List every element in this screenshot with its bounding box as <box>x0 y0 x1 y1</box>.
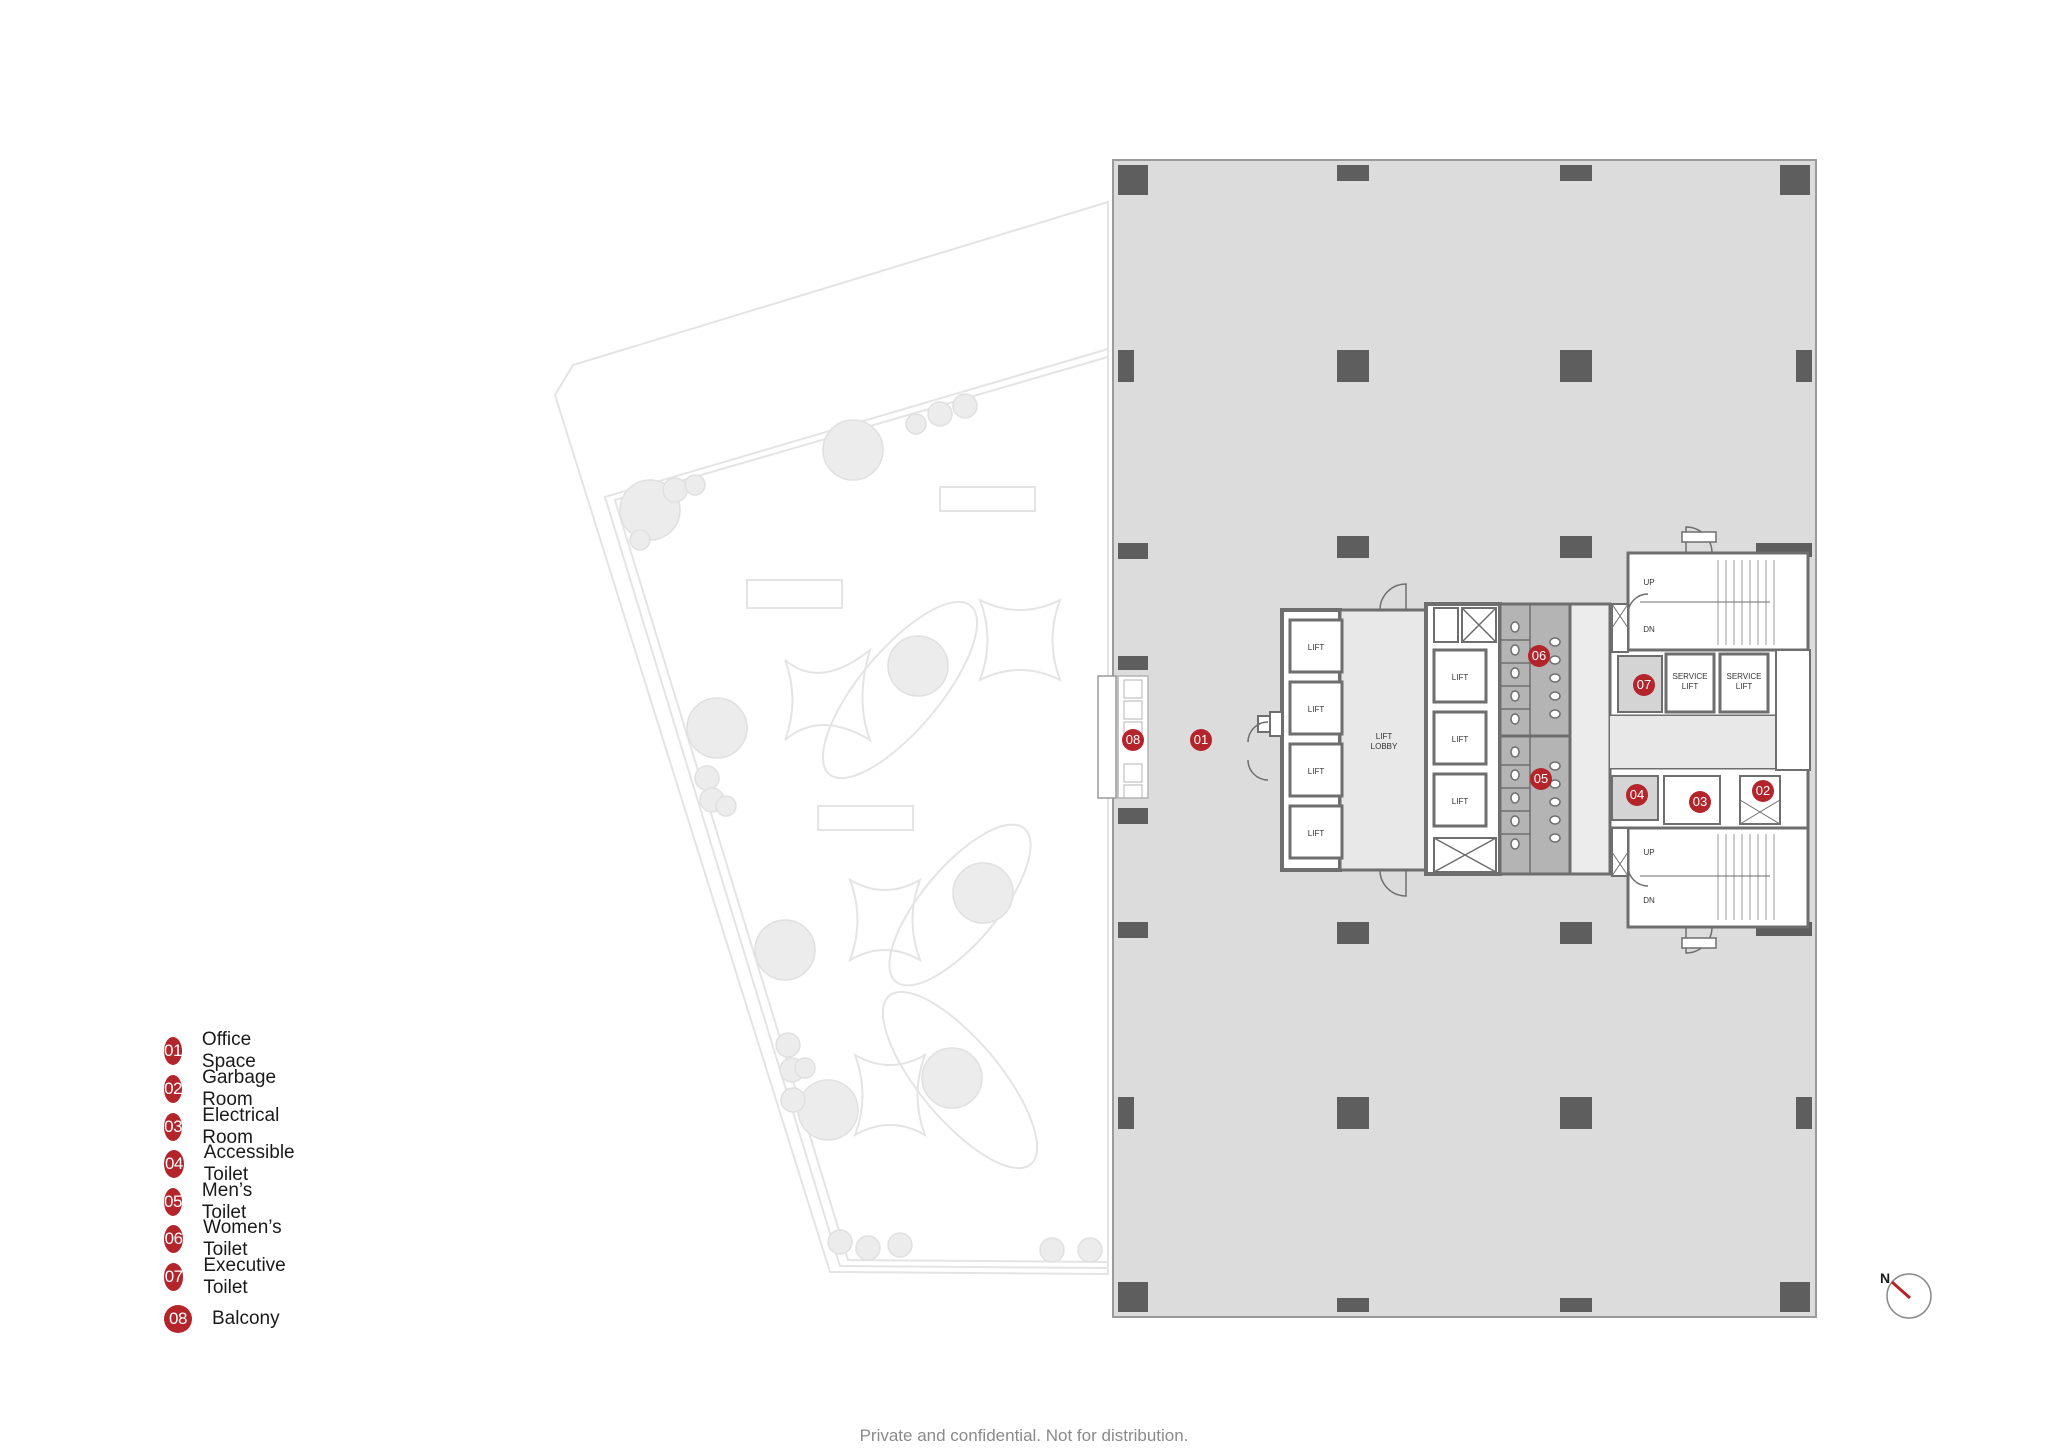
stair-down-label: DN <box>1643 896 1655 905</box>
legend-badge: 06 <box>164 1225 184 1253</box>
lift-lobby-label: LIFT <box>1376 732 1393 741</box>
lift-label: LIFT <box>1308 829 1325 838</box>
marker-04: 04 <box>1630 787 1644 802</box>
marker-01: 01 <box>1194 732 1208 747</box>
service-lift-label: LIFT <box>1682 682 1699 691</box>
legend-item: 04 Accessible Toilet <box>164 1142 303 1185</box>
service-core <box>1608 551 1811 929</box>
lift-label: LIFT <box>1308 705 1325 714</box>
lift-cars <box>1288 618 1488 860</box>
lift-label: LIFT <box>1308 767 1325 776</box>
legend-label: Men’s Toilet <box>201 1180 253 1223</box>
legend-label: Garbage Room <box>202 1067 277 1110</box>
service-lift-label: LIFT <box>1736 682 1753 691</box>
footer-disclaimer: Private and confidential. Not for distri… <box>859 1426 1189 1445</box>
room-markers: 01 02 03 04 05 06 07 08 <box>1122 645 1774 813</box>
legend-badge: 08 <box>164 1305 192 1333</box>
legend-label: Women’s Toilet <box>203 1217 282 1260</box>
legend-badge: 02 <box>164 1075 183 1103</box>
service-lift-label: SERVICE <box>1727 672 1762 681</box>
stair-up-label: UP <box>1643 578 1654 587</box>
legend-badge: 01 <box>164 1037 182 1065</box>
service-lift-label: SERVICE <box>1673 672 1708 681</box>
legend-label: Electrical Room <box>202 1105 280 1148</box>
marker-03: 03 <box>1693 794 1707 809</box>
legend-item: 01 Office Space <box>164 1029 266 1072</box>
marker-08: 08 <box>1126 732 1140 747</box>
legend-item: 06 Women’s Toilet <box>164 1217 291 1260</box>
toilet-fixtures <box>1510 621 1561 850</box>
legend-badge: 05 <box>164 1188 182 1216</box>
marker-02: 02 <box>1756 783 1770 798</box>
compass-label: N <box>1880 1270 1890 1286</box>
lift-label: LIFT <box>1452 735 1469 744</box>
legend-label: Balcony <box>212 1308 280 1329</box>
stair-doors <box>1627 526 1717 954</box>
legend-label: Accessible Toilet <box>203 1142 295 1185</box>
toilet-partitions <box>1500 604 1531 874</box>
legend-item: 05 Men’s Toilet <box>164 1180 262 1223</box>
stair-up-label: UP <box>1643 848 1654 857</box>
lift-label: LIFT <box>1308 643 1325 652</box>
legend-item: 08 Balcony <box>164 1302 280 1336</box>
north-arrow: N <box>1880 1270 1932 1319</box>
marker-05: 05 <box>1534 771 1548 786</box>
service-labels: SERVICE LIFT SERVICE LIFT UP DN UP DN <box>1643 578 1761 905</box>
legend-label: Office Space <box>201 1029 256 1072</box>
stair-down-label: DN <box>1643 625 1655 634</box>
marker-07: 07 <box>1637 677 1651 692</box>
structural-columns <box>1118 165 1812 1312</box>
terrace-trees <box>619 393 1103 1263</box>
stair-treads <box>1640 560 1775 920</box>
legend-item: 03 Electrical Room <box>164 1105 289 1148</box>
lift-label: LIFT <box>1452 673 1469 682</box>
legend-badge: 03 <box>164 1113 183 1141</box>
lift-lobby-label: LOBBY <box>1371 742 1398 751</box>
legend-item: 07 Executive Toilet <box>164 1255 294 1298</box>
legend-item: 02 Garbage Room <box>164 1067 286 1110</box>
legend-badge: 07 <box>164 1263 184 1291</box>
legend-badge: 04 <box>164 1150 184 1178</box>
legend-label: Executive Toilet <box>203 1255 286 1298</box>
marker-06: 06 <box>1532 648 1546 663</box>
lift-labels: LIFT LIFT LIFT LIFT LIFT LIFT LIFT LIFT … <box>1308 643 1469 838</box>
lift-label: LIFT <box>1452 797 1469 806</box>
